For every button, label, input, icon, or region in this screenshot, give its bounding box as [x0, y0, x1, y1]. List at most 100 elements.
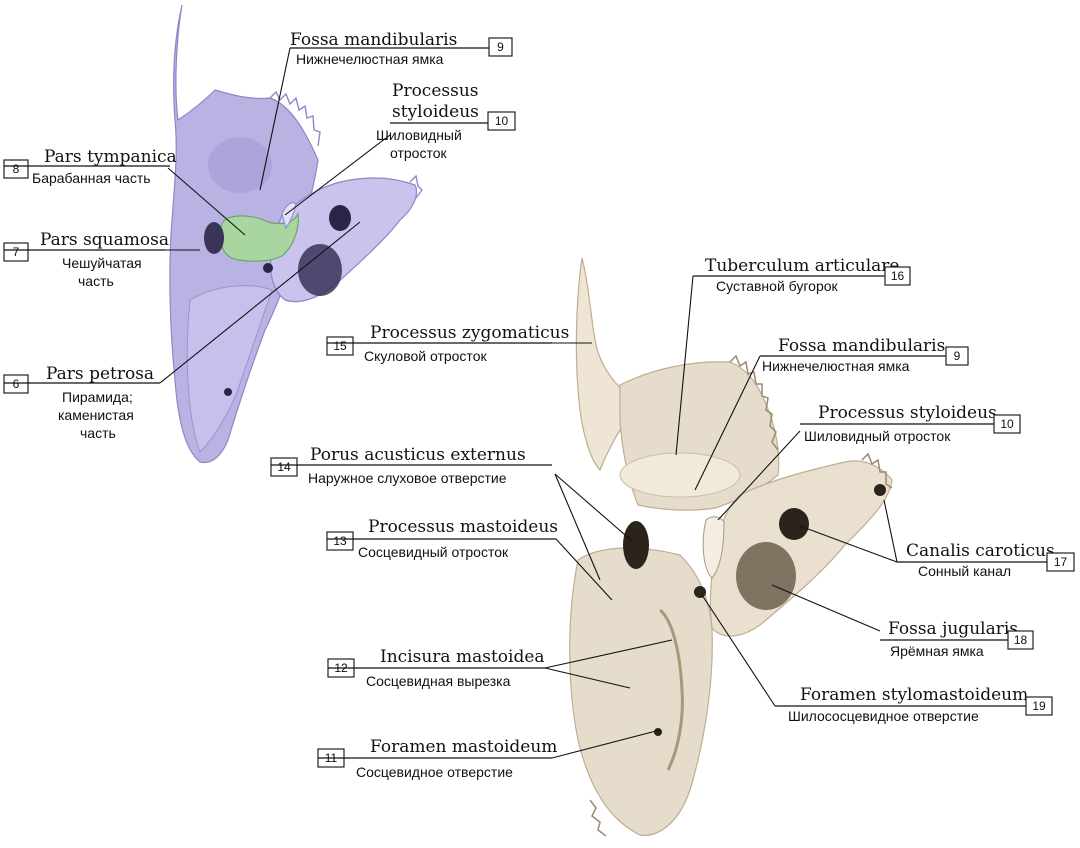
right-petrous-apex-hole: [874, 484, 886, 496]
label-russian-line3: часть: [80, 425, 116, 441]
number: 14: [277, 460, 291, 474]
label-left-pars-petrosa: 6 Pars petrosa Пирамида; каменистая част…: [3, 364, 160, 441]
label-latin: Fossa mandibularis: [290, 30, 457, 50]
label-russian: Барабанная часть: [32, 170, 151, 186]
label-right-foramen-stylomastoideum: Foramen stylomastoideum Шилососцевидное …: [775, 685, 1053, 724]
label-latin: Incisura mastoidea: [380, 647, 545, 667]
left-lower-squamous-ridge: [186, 285, 273, 453]
label-latin: Porus acusticus externus: [310, 445, 526, 465]
number-box: [270, 457, 298, 477]
label-russian: Нижнечелюстная ямка: [296, 51, 444, 67]
right-mastoid-serrated-edge: [589, 799, 607, 837]
number-box: [326, 336, 354, 356]
number: 15: [333, 339, 347, 353]
left-external-acoustic-opening: [204, 222, 224, 254]
left-mastoid-hole: [224, 388, 232, 396]
number-box: [488, 37, 513, 57]
leader-lines: [159, 47, 898, 759]
label-right-processus-mastoideus: 13 Processus mastoideus Сосцевидный отро…: [326, 517, 558, 560]
label-latin: Canalis caroticus: [906, 541, 1055, 561]
right-squamous-serrated-edge: [729, 354, 779, 451]
number: 16: [891, 269, 905, 283]
left-carotid-opening: [329, 205, 351, 231]
label-left-pars-squamosa: 7 Pars squamosa Чешуйчатая часть: [3, 230, 169, 289]
label-russian-line2: каменистая: [58, 407, 134, 423]
number: 10: [1000, 417, 1014, 431]
label-russian: Чешуйчатая: [62, 255, 142, 271]
number-box: [1046, 552, 1075, 572]
left-temporal-bone-illustration: [169, 4, 423, 464]
right-mastoid-notch: [658, 608, 684, 771]
label-right-foramen-mastoideum: 11 Foramen mastoideum Сосцевидное отверс…: [317, 737, 557, 780]
number: 19: [1032, 699, 1046, 713]
label-right-processus-styloideus: Processus styloideus Шиловидный отросток…: [800, 403, 1021, 444]
number: 10: [495, 114, 509, 128]
label-latin-line2: styloideus: [392, 102, 479, 122]
label-latin: Fossa mandibularis: [778, 336, 945, 356]
number-box: [487, 111, 516, 131]
number-box: [3, 242, 29, 262]
label-latin: Pars squamosa: [40, 230, 169, 250]
left-jugular-opening: [298, 244, 342, 296]
label-left-fossa-mandibularis: Fossa mandibularis Нижнечелюстная ямка 9: [290, 30, 513, 67]
left-petrous-serrated-edge: [409, 174, 423, 199]
label-right-canalis-caroticus: Canalis caroticus Сонный канал 17: [897, 541, 1075, 579]
right-external-acoustic-opening: [623, 521, 649, 569]
label-russian: Сонный канал: [918, 563, 1011, 579]
left-squamous-serrated-edge: [269, 90, 321, 147]
label-russian: Шиловидный: [376, 127, 462, 143]
label-russian: Сосцевидная вырезка: [366, 673, 511, 689]
label-latin: Processus zygomaticus: [370, 323, 569, 343]
label-latin: Processus: [392, 81, 479, 101]
right-carotid-canal: [779, 508, 809, 540]
number: 9: [497, 40, 504, 54]
label-latin: Pars tympanica: [44, 147, 177, 167]
label-latin: Pars petrosa: [46, 364, 154, 384]
label-russian: Ярёмная ямка: [890, 643, 984, 659]
left-stylomastoid-hole: [263, 263, 273, 273]
label-latin: Foramen stylomastoideum: [800, 685, 1028, 705]
label-russian: Суставной бугорок: [716, 278, 839, 294]
right-styloid-process: [702, 516, 725, 579]
right-stylomastoid-foramen: [694, 586, 706, 598]
number: 8: [13, 162, 20, 176]
label-russian: Пирамида;: [62, 389, 133, 405]
right-jugular-fossa: [736, 542, 796, 610]
number: 9: [954, 349, 961, 363]
number: 17: [1054, 555, 1068, 569]
number-box: [884, 266, 911, 286]
label-russian: Сосцевидное отверстие: [356, 764, 513, 780]
number-box: [993, 414, 1021, 434]
label-russian: Шилососцевидное отверстие: [788, 708, 979, 724]
label-right-processus-zygomaticus: 15 Processus zygomaticus Скуловой отрост…: [326, 323, 569, 364]
number-box: [3, 374, 29, 394]
label-latin: Processus mastoideus: [368, 517, 558, 537]
label-latin: Tuberculum articulare: [705, 256, 900, 276]
label-right-tuberculum-articulare: Tuberculum articulare Суставной бугорок …: [693, 256, 911, 294]
label-russian: Нижнечелюстная ямка: [762, 358, 910, 374]
right-mastoid-part: [569, 547, 713, 836]
number-box: [1025, 696, 1053, 716]
label-left-processus-styloideus: Processus styloideus Шиловидный отросток…: [376, 81, 516, 161]
number: 13: [333, 534, 347, 548]
label-russian: Шиловидный отросток: [804, 428, 951, 444]
label-russian-line2: часть: [78, 273, 114, 289]
label-latin: Foramen mastoideum: [370, 737, 557, 757]
label-latin: Fossa jugularis: [888, 619, 1018, 639]
label-russian-line2: отросток: [390, 145, 448, 161]
label-russian: Наружное слуховое отверстие: [308, 470, 507, 486]
label-right-fossa-jugularis: Fossa jugularis Ярёмная ямка 18: [880, 619, 1034, 659]
label-russian: Скуловой отросток: [364, 348, 487, 364]
label-left-pars-tympanica: 8 Pars tympanica Барабанная часть: [3, 147, 177, 186]
label-right-porus-acusticus-externus: 14 Porus acusticus externus Наружное слу…: [270, 445, 552, 486]
number: 6: [13, 377, 20, 391]
label-russian: Сосцевидный отросток: [358, 544, 509, 560]
right-mastoid-foramen: [654, 728, 662, 736]
number: 7: [13, 245, 20, 259]
number-box: [326, 531, 354, 551]
label-right-fossa-mandibularis: Fossa mandibularis Нижнечелюстная ямка 9: [760, 336, 969, 374]
label-right-incisura-mastoidea: 12 Incisura mastoidea Сосцевидная вырезк…: [327, 647, 545, 689]
number: 18: [1014, 633, 1028, 647]
right-articular-tubercle: [619, 452, 741, 498]
